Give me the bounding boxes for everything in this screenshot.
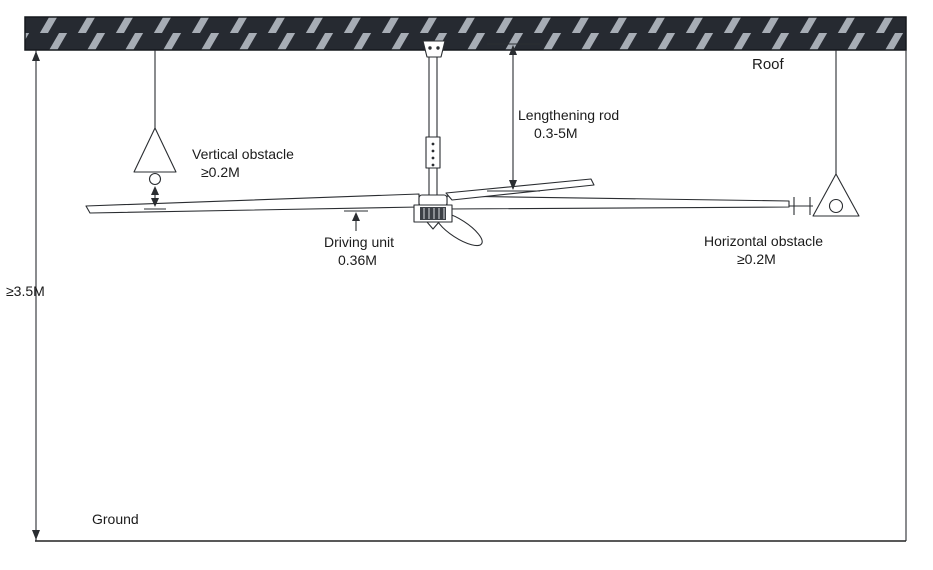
roof-band — [24, 16, 907, 51]
motor-cone — [426, 221, 440, 230]
lengthening-rod-label-line1: Lengthening rod — [518, 107, 620, 123]
dimension-ceiling-height — [32, 50, 40, 541]
vertical-obstacle-label-line1: Vertical obstacle — [192, 146, 294, 162]
horizontal-obstacle-label-line1: Horizontal obstacle — [704, 233, 824, 249]
dimension-lengthening-rod — [487, 43, 540, 192]
horizontal-obstacle-label: Horizontal obstacle ≥0.2M — [704, 233, 823, 269]
horizontal-obstacle-cone — [812, 173, 860, 217]
drop-rod — [428, 56, 438, 198]
ground-label: Ground — [92, 511, 139, 527]
ceiling-mount — [422, 40, 446, 58]
driving-unit-label-line2: 0.36M — [338, 251, 377, 268]
lengthening-rod-label: Lengthening rod 0.3-5M — [518, 107, 619, 143]
vertical-obstacle-figure — [133, 50, 177, 210]
mount-bolt — [436, 46, 440, 50]
fan-blade-upper-right — [445, 178, 595, 201]
hub-plate — [418, 194, 448, 207]
vertical-obstacle-label: Vertical obstacle ≥0.2M — [192, 146, 294, 182]
mount-bolt — [428, 46, 432, 50]
horizontal-obstacle-figure — [812, 50, 860, 217]
horizontal-obstacle-label-line2: ≥0.2M — [737, 250, 776, 267]
fan-blade-left — [85, 193, 420, 214]
lengthening-rod-label-line2: 0.3-5M — [534, 124, 578, 141]
ceiling-height-label: ≥3.5M — [6, 283, 45, 299]
motor-fins — [423, 208, 445, 219]
coupler-bolt — [431, 149, 435, 153]
vertical-obstacle-cone — [133, 127, 177, 173]
dimension-driving-unit — [344, 210, 368, 231]
vertical-obstacle-label-line2: ≥0.2M — [201, 163, 240, 180]
driving-unit-label-line1: Driving unit — [324, 234, 395, 250]
fan-assembly — [85, 40, 790, 247]
dimension-horizontal-obstacle — [789, 197, 813, 215]
coupler-bolt — [431, 156, 435, 160]
fan-blade-right — [446, 195, 790, 210]
horizontal-obstacle-bulb — [828, 198, 844, 214]
roof-label: Roof — [752, 56, 784, 73]
driving-unit-label: Driving unit 0.36M — [324, 234, 394, 270]
rod-coupler — [425, 136, 441, 169]
coupler-bolt — [431, 142, 435, 146]
coupler-bolt — [431, 163, 435, 167]
vertical-obstacle-bulb — [148, 172, 162, 186]
